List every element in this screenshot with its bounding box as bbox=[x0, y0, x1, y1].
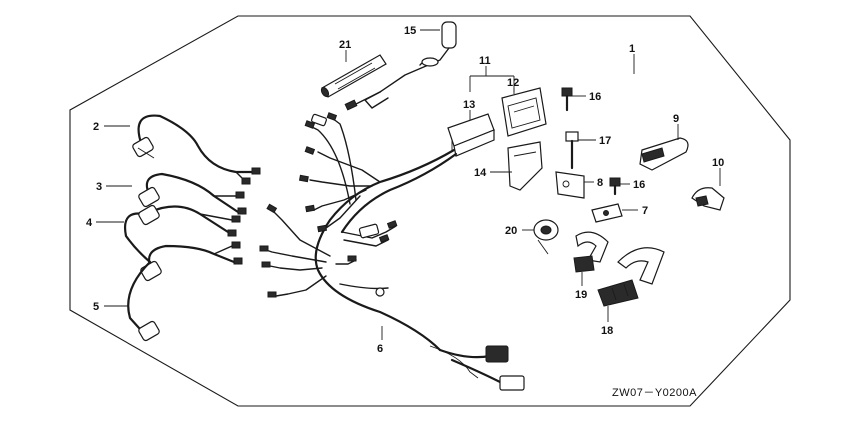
part-14-bracket bbox=[507, 141, 543, 191]
callout-1: 1 bbox=[629, 43, 635, 55]
callout-6: 6 bbox=[377, 343, 383, 355]
part-7-terminal bbox=[591, 203, 623, 223]
callout-11: 11 bbox=[479, 55, 491, 67]
callout-19: 19 bbox=[575, 289, 587, 301]
part-3-sensor-lead bbox=[138, 172, 247, 215]
part-10-small-clip bbox=[691, 187, 725, 211]
callout-2: 2 bbox=[93, 121, 99, 133]
part-17-long-bolt bbox=[565, 131, 579, 170]
part-19-clamp bbox=[573, 231, 609, 273]
part-15-fuse-holder bbox=[344, 21, 457, 111]
callout-14: 14 bbox=[474, 167, 487, 179]
part-2-sensor-lead bbox=[132, 114, 261, 185]
part-21-sleeve bbox=[320, 54, 387, 98]
callout-17: 17 bbox=[599, 135, 611, 147]
callout-16-lower: 16 bbox=[633, 179, 645, 191]
part-4-sensor-lead bbox=[123, 204, 241, 264]
callout-21: 21 bbox=[339, 39, 351, 51]
callout-4: 4 bbox=[86, 217, 93, 229]
callout-12: 12 bbox=[507, 77, 519, 89]
part-8-plate bbox=[555, 171, 585, 199]
callout-18: 18 bbox=[601, 325, 613, 337]
callout-20: 20 bbox=[505, 225, 517, 237]
part-13-junction-box bbox=[447, 113, 495, 157]
callout-10: 10 bbox=[712, 157, 724, 169]
drawing-code: ZW07－Y0200A bbox=[612, 387, 697, 399]
callout-9: 9 bbox=[673, 113, 679, 125]
callout-3: 3 bbox=[96, 181, 102, 193]
part-16-bolt-upper bbox=[561, 87, 573, 112]
part-16-bolt-lower bbox=[609, 177, 621, 196]
part-12-relay bbox=[501, 87, 547, 137]
callout-13: 13 bbox=[463, 99, 475, 111]
part-9-clip bbox=[639, 137, 689, 171]
part-18-clamp bbox=[597, 247, 665, 307]
callout-8: 8 bbox=[597, 177, 603, 189]
part-6-main-harness bbox=[259, 112, 525, 391]
leader-lines bbox=[96, 29, 721, 340]
diagram-border bbox=[69, 15, 791, 407]
callout-16-upper: 16 bbox=[589, 91, 601, 103]
callout-7: 7 bbox=[642, 205, 648, 217]
part-5-sensor-lead bbox=[127, 241, 243, 342]
part-20-grommet bbox=[533, 219, 559, 255]
callout-15: 15 bbox=[404, 25, 416, 37]
callout-5: 5 bbox=[93, 301, 99, 313]
